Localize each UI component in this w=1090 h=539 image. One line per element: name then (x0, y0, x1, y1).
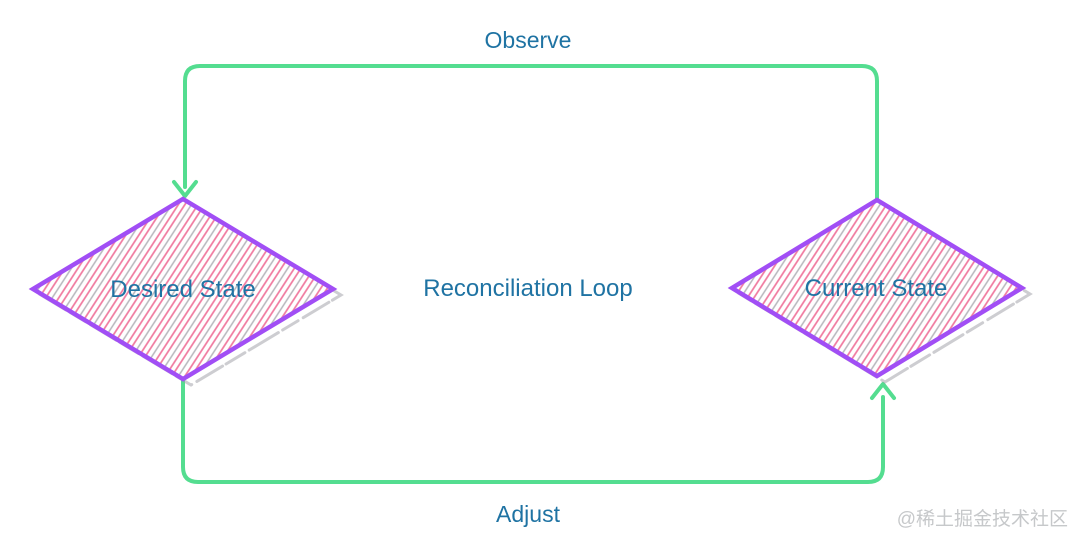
observe-label: Observe (485, 27, 572, 53)
watermark: @稀土掘金技术社区 (897, 508, 1068, 530)
observe-edge (172, 64, 879, 202)
node-current-state: Current State (727, 197, 1033, 384)
observe-arrowhead-down-icon (172, 180, 198, 198)
desired-state-diamond (28, 196, 338, 382)
node-desired-state: Desired State (28, 196, 344, 387)
desired-state-label: Desired State (110, 276, 255, 303)
adjust-edge (181, 377, 896, 484)
center-title: Reconciliation Loop (423, 275, 632, 302)
current-state-label: Current State (805, 275, 948, 302)
adjust-label: Adjust (496, 501, 561, 527)
adjust-arrow-line (181, 377, 885, 484)
observe-arrow-line (183, 64, 879, 202)
current-state-diamond (727, 197, 1027, 379)
adjust-arrowhead-up-icon (870, 382, 896, 400)
